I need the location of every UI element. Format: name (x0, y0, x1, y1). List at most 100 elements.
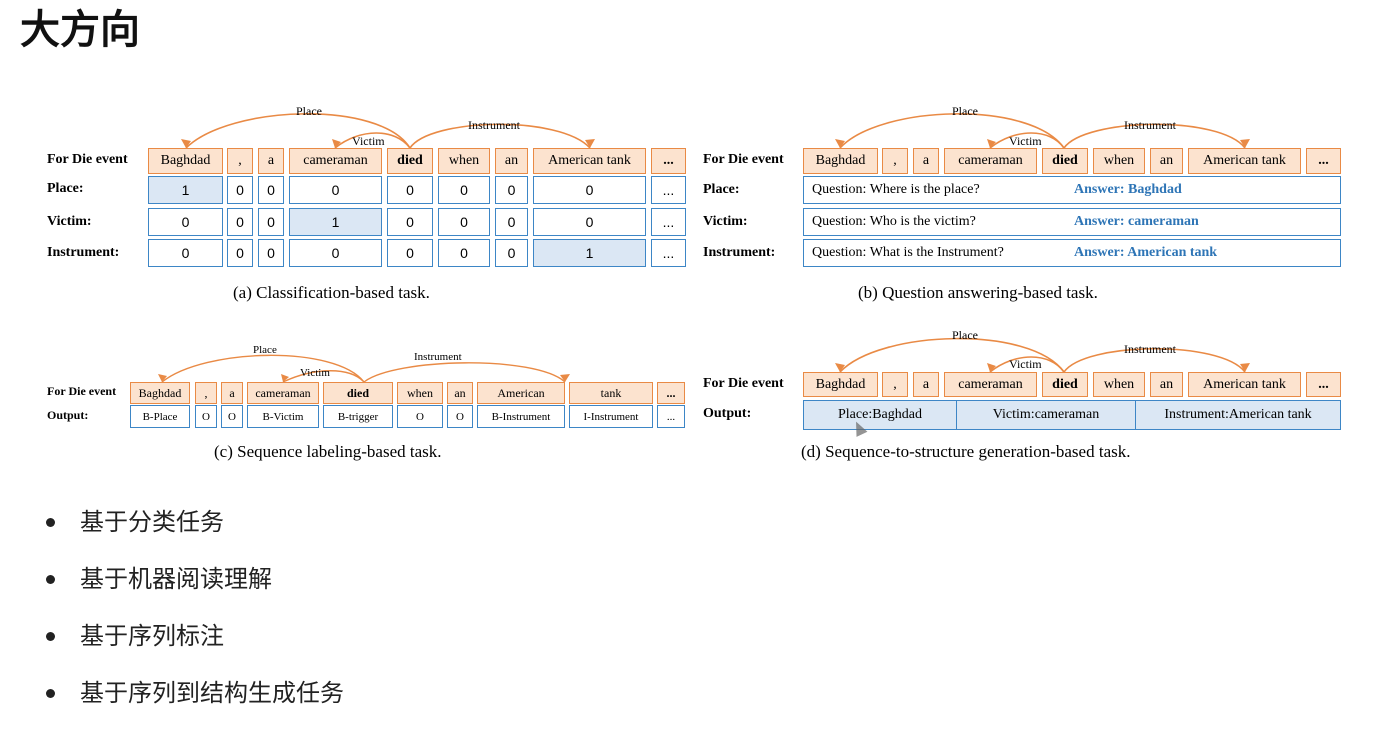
token-cell: , (227, 148, 253, 174)
tag-cell: O (397, 405, 443, 428)
token-cell: Baghdad (803, 148, 878, 174)
token-cell: , (882, 372, 908, 397)
token-cell: an (495, 148, 528, 174)
arc-label-victim: Victim (352, 134, 385, 148)
value-cell: ... (651, 176, 686, 204)
event-label: For Die event (47, 152, 128, 167)
tag-cell: O (195, 405, 217, 428)
value-cell: 1 (289, 208, 382, 236)
value-cell: 0 (495, 176, 528, 204)
value-cell: 0 (227, 239, 253, 267)
tag-cell: B-Place (130, 405, 190, 428)
token-cell-trigger: died (1042, 372, 1088, 397)
bullet-text: 基于序列到结构生成任务 (80, 679, 344, 707)
token-cell: , (882, 148, 908, 174)
token-cell: American (477, 382, 565, 404)
tag-cell: O (221, 405, 243, 428)
arc-label-victim: Victim (1009, 357, 1042, 371)
token-cell: Baghdad (130, 382, 190, 404)
token-cell: ... (651, 148, 686, 174)
token-cell: when (1093, 372, 1145, 397)
arc-label-victim: Victim (300, 367, 330, 379)
panel-question-answering: Place Victim Instrument For Die event Ba… (0, 0, 1381, 320)
output-label: Output: (703, 406, 752, 421)
token-cell: an (1150, 148, 1183, 174)
value-cell: 0 (148, 239, 223, 267)
answer-text: Answer: cameraman (1074, 214, 1199, 229)
value-cell: 1 (148, 176, 223, 204)
qa-row-instrument: Question: What is the Instrument? Answer… (803, 239, 1341, 267)
token-cell: cameraman (944, 372, 1037, 397)
bullet-item: 基于序列标注 (40, 614, 344, 671)
row-label: Instrument: (47, 245, 120, 260)
token-cell: a (221, 382, 243, 404)
event-label: For Die event (703, 376, 784, 391)
value-cell: 0 (258, 239, 284, 267)
bullet-text: 基于机器阅读理解 (80, 565, 272, 593)
value-cell: 0 (495, 239, 528, 267)
panel-classification: Place Victim Instrument For Die event Ba… (0, 0, 690, 320)
tag-cell: ... (657, 405, 685, 428)
question-text: Question: Who is the victim? (812, 214, 976, 229)
token-cell-trigger: died (323, 382, 393, 404)
tag-cell: B-Instrument (477, 405, 565, 428)
bullet-text: 基于分类任务 (80, 508, 224, 536)
value-cell: 0 (438, 239, 490, 267)
value-cell: 0 (438, 208, 490, 236)
token-cell: an (1150, 372, 1183, 397)
row-label: Victim: (703, 214, 748, 229)
bullet-dot-icon (46, 575, 55, 584)
qa-row-victim: Question: Who is the victim? Answer: cam… (803, 208, 1341, 236)
token-cell: when (438, 148, 490, 174)
bullet-dot-icon (46, 689, 55, 698)
value-cell: 1 (533, 239, 646, 267)
token-cell: ... (1306, 148, 1341, 174)
bullet-list: 基于分类任务 基于机器阅读理解 基于序列标注 基于序列到结构生成任务 (40, 500, 344, 728)
caption-a: (a) Classification-based task. (233, 283, 430, 302)
arc-lines (181, 113, 595, 149)
answer-text: Answer: Baghdad (1074, 182, 1182, 197)
token-cell: Baghdad (803, 372, 878, 397)
arc-label-instrument: Instrument (414, 351, 462, 363)
value-cell: 0 (387, 239, 433, 267)
token-cell: Baghdad (148, 148, 223, 174)
event-label: For Die event (47, 384, 117, 398)
row-label: Instrument: (703, 245, 776, 260)
token-cell: American tank (1188, 372, 1301, 397)
caption-d: (d) Sequence-to-structure generation-bas… (801, 442, 1131, 461)
token-cell: an (447, 382, 473, 404)
token-cell-trigger: died (387, 148, 433, 174)
arc-lines (158, 354, 570, 383)
value-cell: 0 (387, 176, 433, 204)
value-cell: 0 (148, 208, 223, 236)
tag-cell: B-Victim (247, 405, 319, 428)
arc-label-instrument: Instrument (1124, 118, 1176, 132)
caption-b: (b) Question answering-based task. (858, 283, 1098, 302)
struct-cell: Place:Baghdad (803, 400, 957, 430)
struct-cell: Instrument:American tank (1135, 400, 1341, 430)
token-cell: American tank (1188, 148, 1301, 174)
answer-text: Answer: American tank (1074, 245, 1218, 260)
bullet-text: 基于序列标注 (80, 622, 224, 650)
row-label: Place: (703, 182, 740, 197)
arc-label-place: Place (952, 104, 978, 118)
token-cell: a (258, 148, 284, 174)
arc-label-instrument: Instrument (1124, 342, 1176, 356)
panel-sequence-labeling: Place Victim Instrument For Die event Ba… (0, 0, 690, 480)
bullet-dot-icon (46, 518, 55, 527)
token-cell: ... (657, 382, 685, 404)
value-cell: 0 (533, 176, 646, 204)
token-cell: cameraman (289, 148, 382, 174)
arc-label-place: Place (253, 344, 277, 356)
bullet-item: 基于分类任务 (40, 500, 344, 557)
output-label: Output: (47, 408, 89, 422)
event-label: For Die event (703, 152, 784, 167)
row-label: Victim: (47, 214, 92, 229)
row-label: Place: (47, 181, 84, 196)
token-cell: ... (1306, 372, 1341, 397)
struct-cell: Victim:cameraman (956, 400, 1136, 430)
tag-cell: I-Instrument (569, 405, 653, 428)
value-cell: 0 (438, 176, 490, 204)
value-cell: 0 (258, 176, 284, 204)
value-cell: ... (651, 239, 686, 267)
